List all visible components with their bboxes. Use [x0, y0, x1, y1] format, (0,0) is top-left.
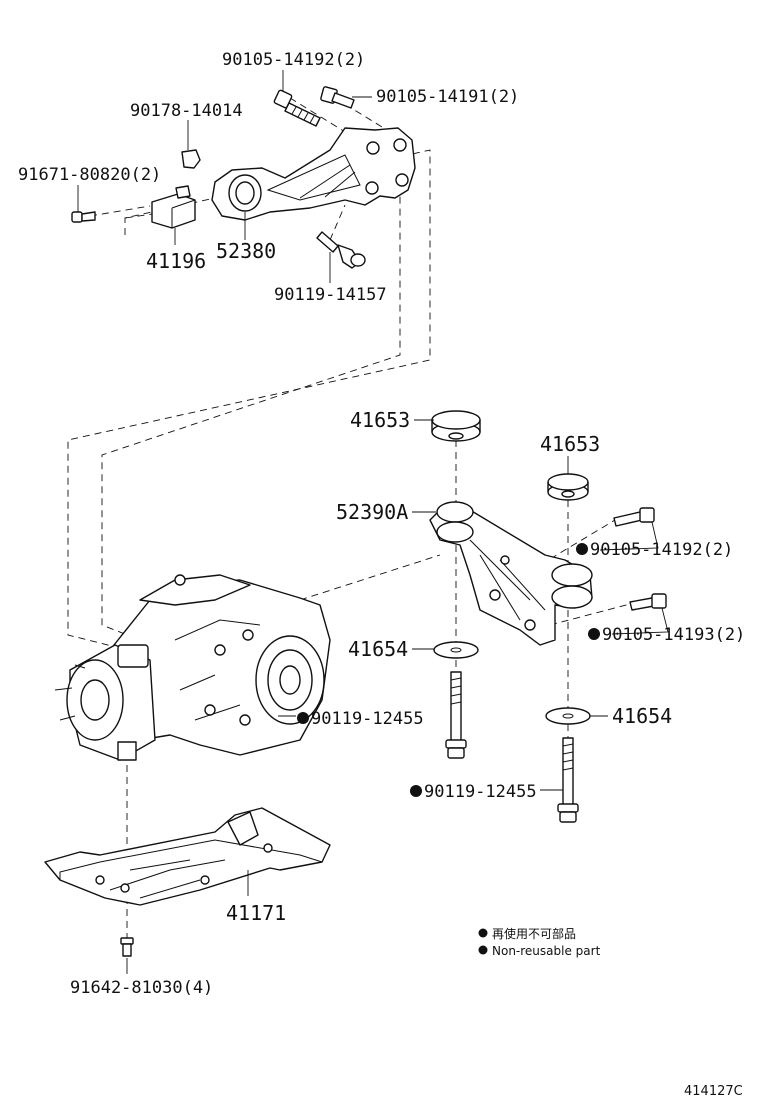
cushion-41653-left — [431, 410, 481, 442]
stopper-41196 — [151, 185, 196, 229]
leader-lines — [77, 70, 669, 974]
legend-text-jp: 再使用不可部品 — [492, 926, 576, 941]
legend: 再使用不可部品 Non-reusable part — [478, 926, 601, 958]
differential-assembly — [54, 574, 331, 761]
label-90119-12455-right: 90119-12455 — [424, 782, 537, 802]
label-90178-14014: 90178-14014 — [130, 101, 243, 121]
label-90105-14192-upper: 90105-14192(2) — [222, 50, 365, 70]
bolt-90119-14157 — [316, 231, 366, 269]
under-cover-41171 — [44, 807, 331, 906]
mount-bracket-52380 — [211, 127, 416, 221]
legend-marker-jp — [478, 928, 488, 938]
label-41196: 41196 — [146, 249, 206, 273]
legend-marker-en — [478, 945, 488, 955]
label-41654-left: 41654 — [348, 637, 408, 661]
washer-41654-right — [545, 707, 591, 725]
label-41653-right: 41653 — [540, 432, 600, 456]
bolt-90105-14192-lower — [613, 507, 655, 527]
label-90119-14157: 90119-14157 — [274, 285, 387, 305]
bolt-90105-14193 — [629, 593, 667, 611]
label-52390A: 52390A — [336, 500, 408, 524]
bolt-91642-81030 — [120, 937, 134, 957]
bolt-91671-80820 — [71, 211, 96, 223]
legend-text-en: Non-reusable part — [492, 944, 601, 958]
callout-labels: 90105-14192(2) 90105-14191(2) 90178-1401… — [18, 50, 745, 998]
label-90105-14192-lower: 90105-14192(2) — [590, 540, 733, 560]
label-41654-right: 41654 — [612, 704, 672, 728]
label-41171: 41171 — [226, 901, 286, 925]
label-90105-14191: 90105-14191(2) — [376, 87, 519, 107]
bolt-90119-12455-left — [445, 671, 467, 759]
figure-reference: 414127C — [684, 1084, 743, 1099]
label-41653-left: 41653 — [350, 408, 410, 432]
bolt-90119-12455-right — [557, 737, 579, 823]
label-91671-80820: 91671-80820(2) — [18, 165, 161, 185]
non-reusable-marker — [588, 628, 600, 640]
bolt-90105-14191 — [320, 86, 355, 109]
non-reusable-marker — [297, 712, 309, 724]
cushion-41653-right — [547, 473, 589, 501]
bolt-90105-14192-upper — [273, 89, 321, 127]
non-reusable-marker — [576, 543, 588, 555]
nut-90178-14014 — [181, 149, 201, 169]
washer-41654-left — [433, 641, 479, 659]
member-bracket-52390A — [429, 501, 593, 646]
label-90105-14193: 90105-14193(2) — [602, 625, 745, 645]
label-91642-81030: 91642-81030(4) — [70, 978, 213, 998]
label-52380: 52380 — [216, 239, 276, 263]
label-90119-12455-left: 90119-12455 — [311, 709, 424, 729]
non-reusable-marker — [410, 785, 422, 797]
